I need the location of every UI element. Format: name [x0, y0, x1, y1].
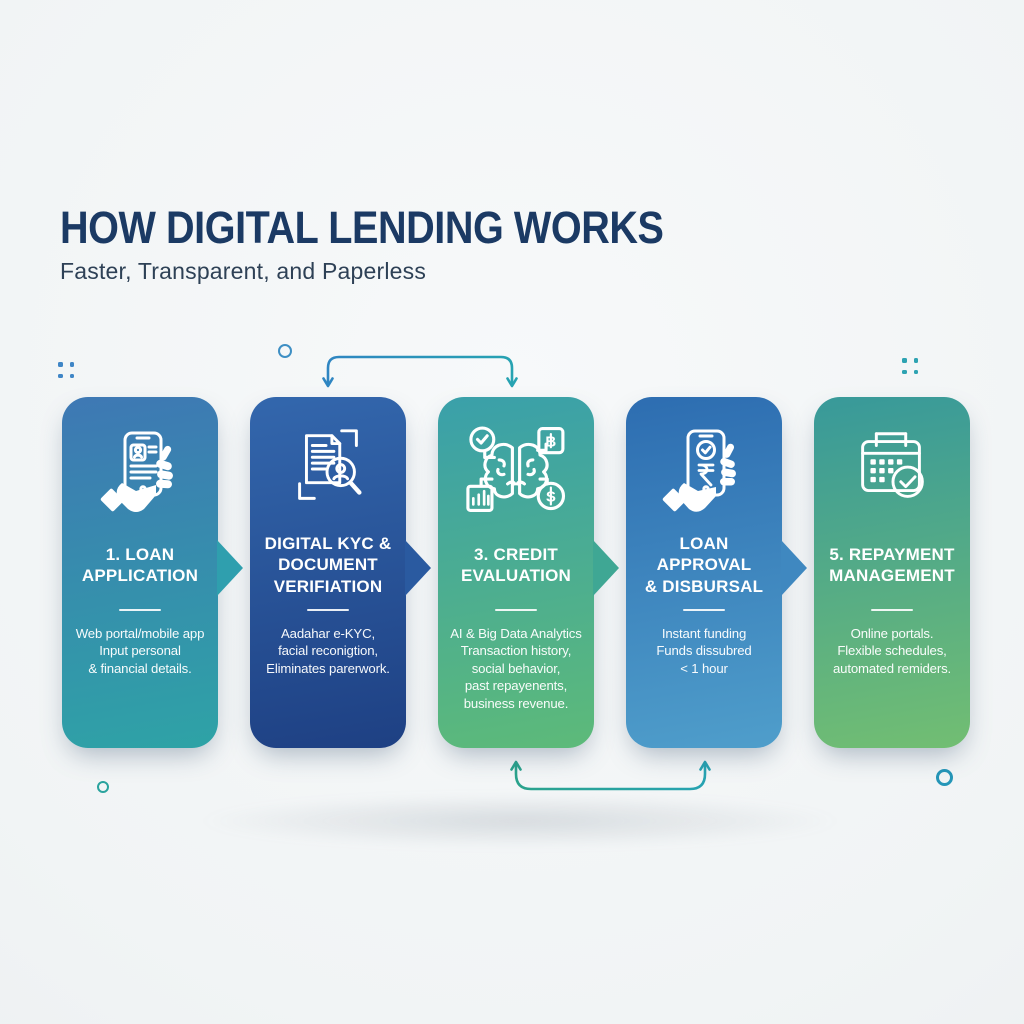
hand-phone-application-icon: [62, 417, 218, 521]
step-card-credit-evaluation: B S 3. CREDIT EVALUATION AI & Big Data A…: [438, 397, 619, 748]
document-scan-magnifier-icon: [250, 417, 406, 521]
page-subtitle: Faster, Transparent, and Paperless: [60, 258, 427, 284]
next-step-arrow: [405, 540, 431, 596]
next-step-arrow: [781, 540, 807, 596]
dots-decoration-right: [902, 358, 918, 374]
dots-decoration-left: [58, 362, 74, 378]
cards-floor-shadow: [170, 792, 870, 850]
step-card-loan-application: 1. LOAN APPLICATION Web portal/mobile ap…: [62, 397, 243, 748]
step-card-repayment-management: 5. REPAYMENT MANAGEMENT Online portals. …: [814, 397, 970, 748]
hand-phone-approval-rupee-icon: [626, 417, 782, 521]
divider: [119, 609, 161, 611]
svg-text:B: B: [545, 433, 556, 450]
step-title: 1. LOAN APPLICATION: [81, 544, 199, 585]
step-description: Web portal/mobile app Input personal & f…: [75, 626, 205, 676]
circle-decoration-bottom-left: [97, 781, 109, 793]
divider: [495, 609, 537, 611]
step-title: 3. CREDIT EVALUATION: [461, 544, 571, 585]
next-step-arrow: [217, 540, 243, 596]
step-description: Instant funding Funds dissubred < 1 hour: [656, 626, 752, 676]
step-description: Aadahar e-KYC, facial reconigtion, Elimi…: [266, 626, 390, 676]
flow-arrow-bottom: [510, 760, 711, 791]
calendar-check-icon: [814, 417, 970, 521]
divider: [683, 609, 725, 611]
step-card-digital-kyc: DIGITAL KYC & DOCUMENT VERIFIATION Aadah…: [250, 397, 431, 748]
step-title: LOAN APPROVAL & DISBURSAL: [644, 534, 764, 596]
step-card-loan-approval: LOAN APPROVAL & DISBURSAL Instant fundin…: [626, 397, 807, 748]
steps-row: 1. LOAN APPLICATION Web portal/mobile ap…: [62, 397, 970, 748]
page-title: HOW DIGITAL LENDING WORKS: [60, 202, 664, 253]
step-description: Online portals. Flexible schedules, auto…: [832, 626, 952, 676]
svg-text:S: S: [546, 488, 556, 505]
next-step-arrow: [593, 540, 619, 596]
circle-decoration-top: [278, 344, 292, 358]
step-title: DIGITAL KYC & DOCUMENT VERIFIATION: [264, 534, 392, 596]
ai-brain-data-icon: B S: [438, 417, 594, 521]
flow-arrow-top: [322, 355, 518, 388]
divider: [871, 609, 913, 611]
step-description: AI & Big Data Analytics Transaction hist…: [450, 626, 582, 711]
divider: [307, 609, 349, 611]
step-title: 5. REPAYMENT MANAGEMENT: [829, 544, 955, 585]
circle-decoration-bottom-right: [936, 769, 953, 786]
